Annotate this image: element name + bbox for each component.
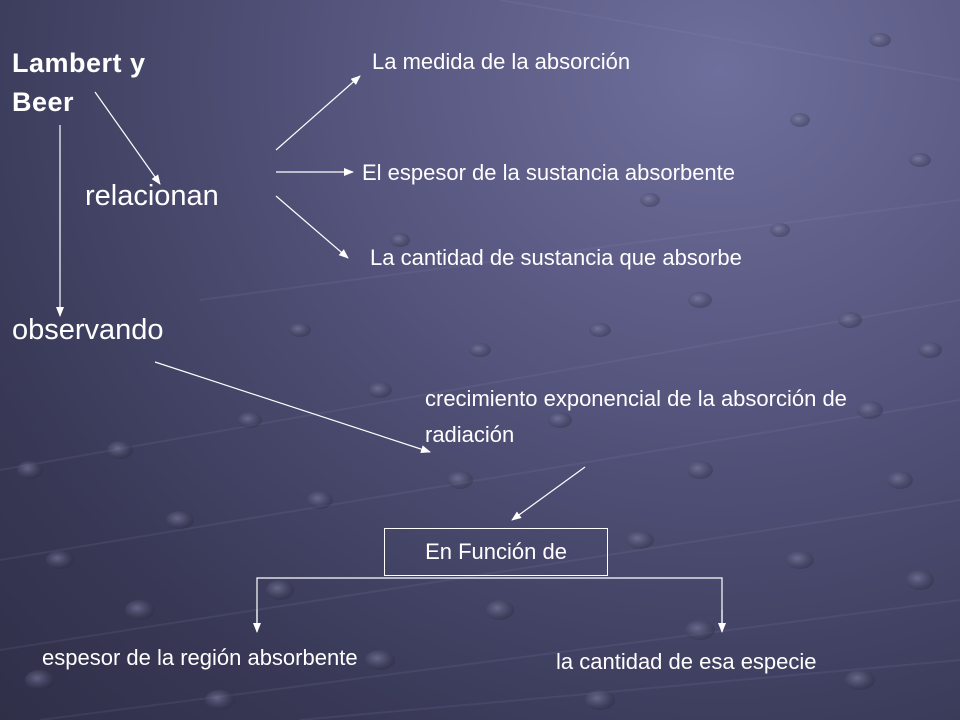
arrow-to-cantidad — [275, 195, 349, 259]
node-observando: observando — [12, 314, 164, 346]
node-cantidad-especie: la cantidad de esa especie — [556, 649, 817, 674]
arrow-title-to-relacionan — [94, 91, 161, 185]
node-en-funcion-de-label: En Función de — [425, 539, 567, 564]
node-medida-absorcion: La medida de la absorción — [372, 49, 631, 74]
arrow-to-medida — [275, 75, 361, 151]
node-crecimiento-exponencial: crecimiento exponencial de la absorción … — [425, 386, 847, 447]
node-en-funcion-de-box: En Función de — [384, 528, 608, 576]
arrow-observando-to-crecimiento — [154, 361, 431, 454]
node-espesor-region: espesor de la región absorbente — [42, 645, 358, 670]
node-relacionan: relacionan — [85, 180, 219, 212]
node-cantidad-sustancia: La cantidad de sustancia que absorbe — [370, 245, 742, 270]
arrow-crecimiento-to-funcion — [511, 466, 586, 521]
node-espesor-sustancia: El espesor de la sustancia absorbente — [362, 160, 736, 185]
node-title: Lambert y Beer — [12, 48, 146, 117]
branch-bracket — [256, 577, 723, 628]
